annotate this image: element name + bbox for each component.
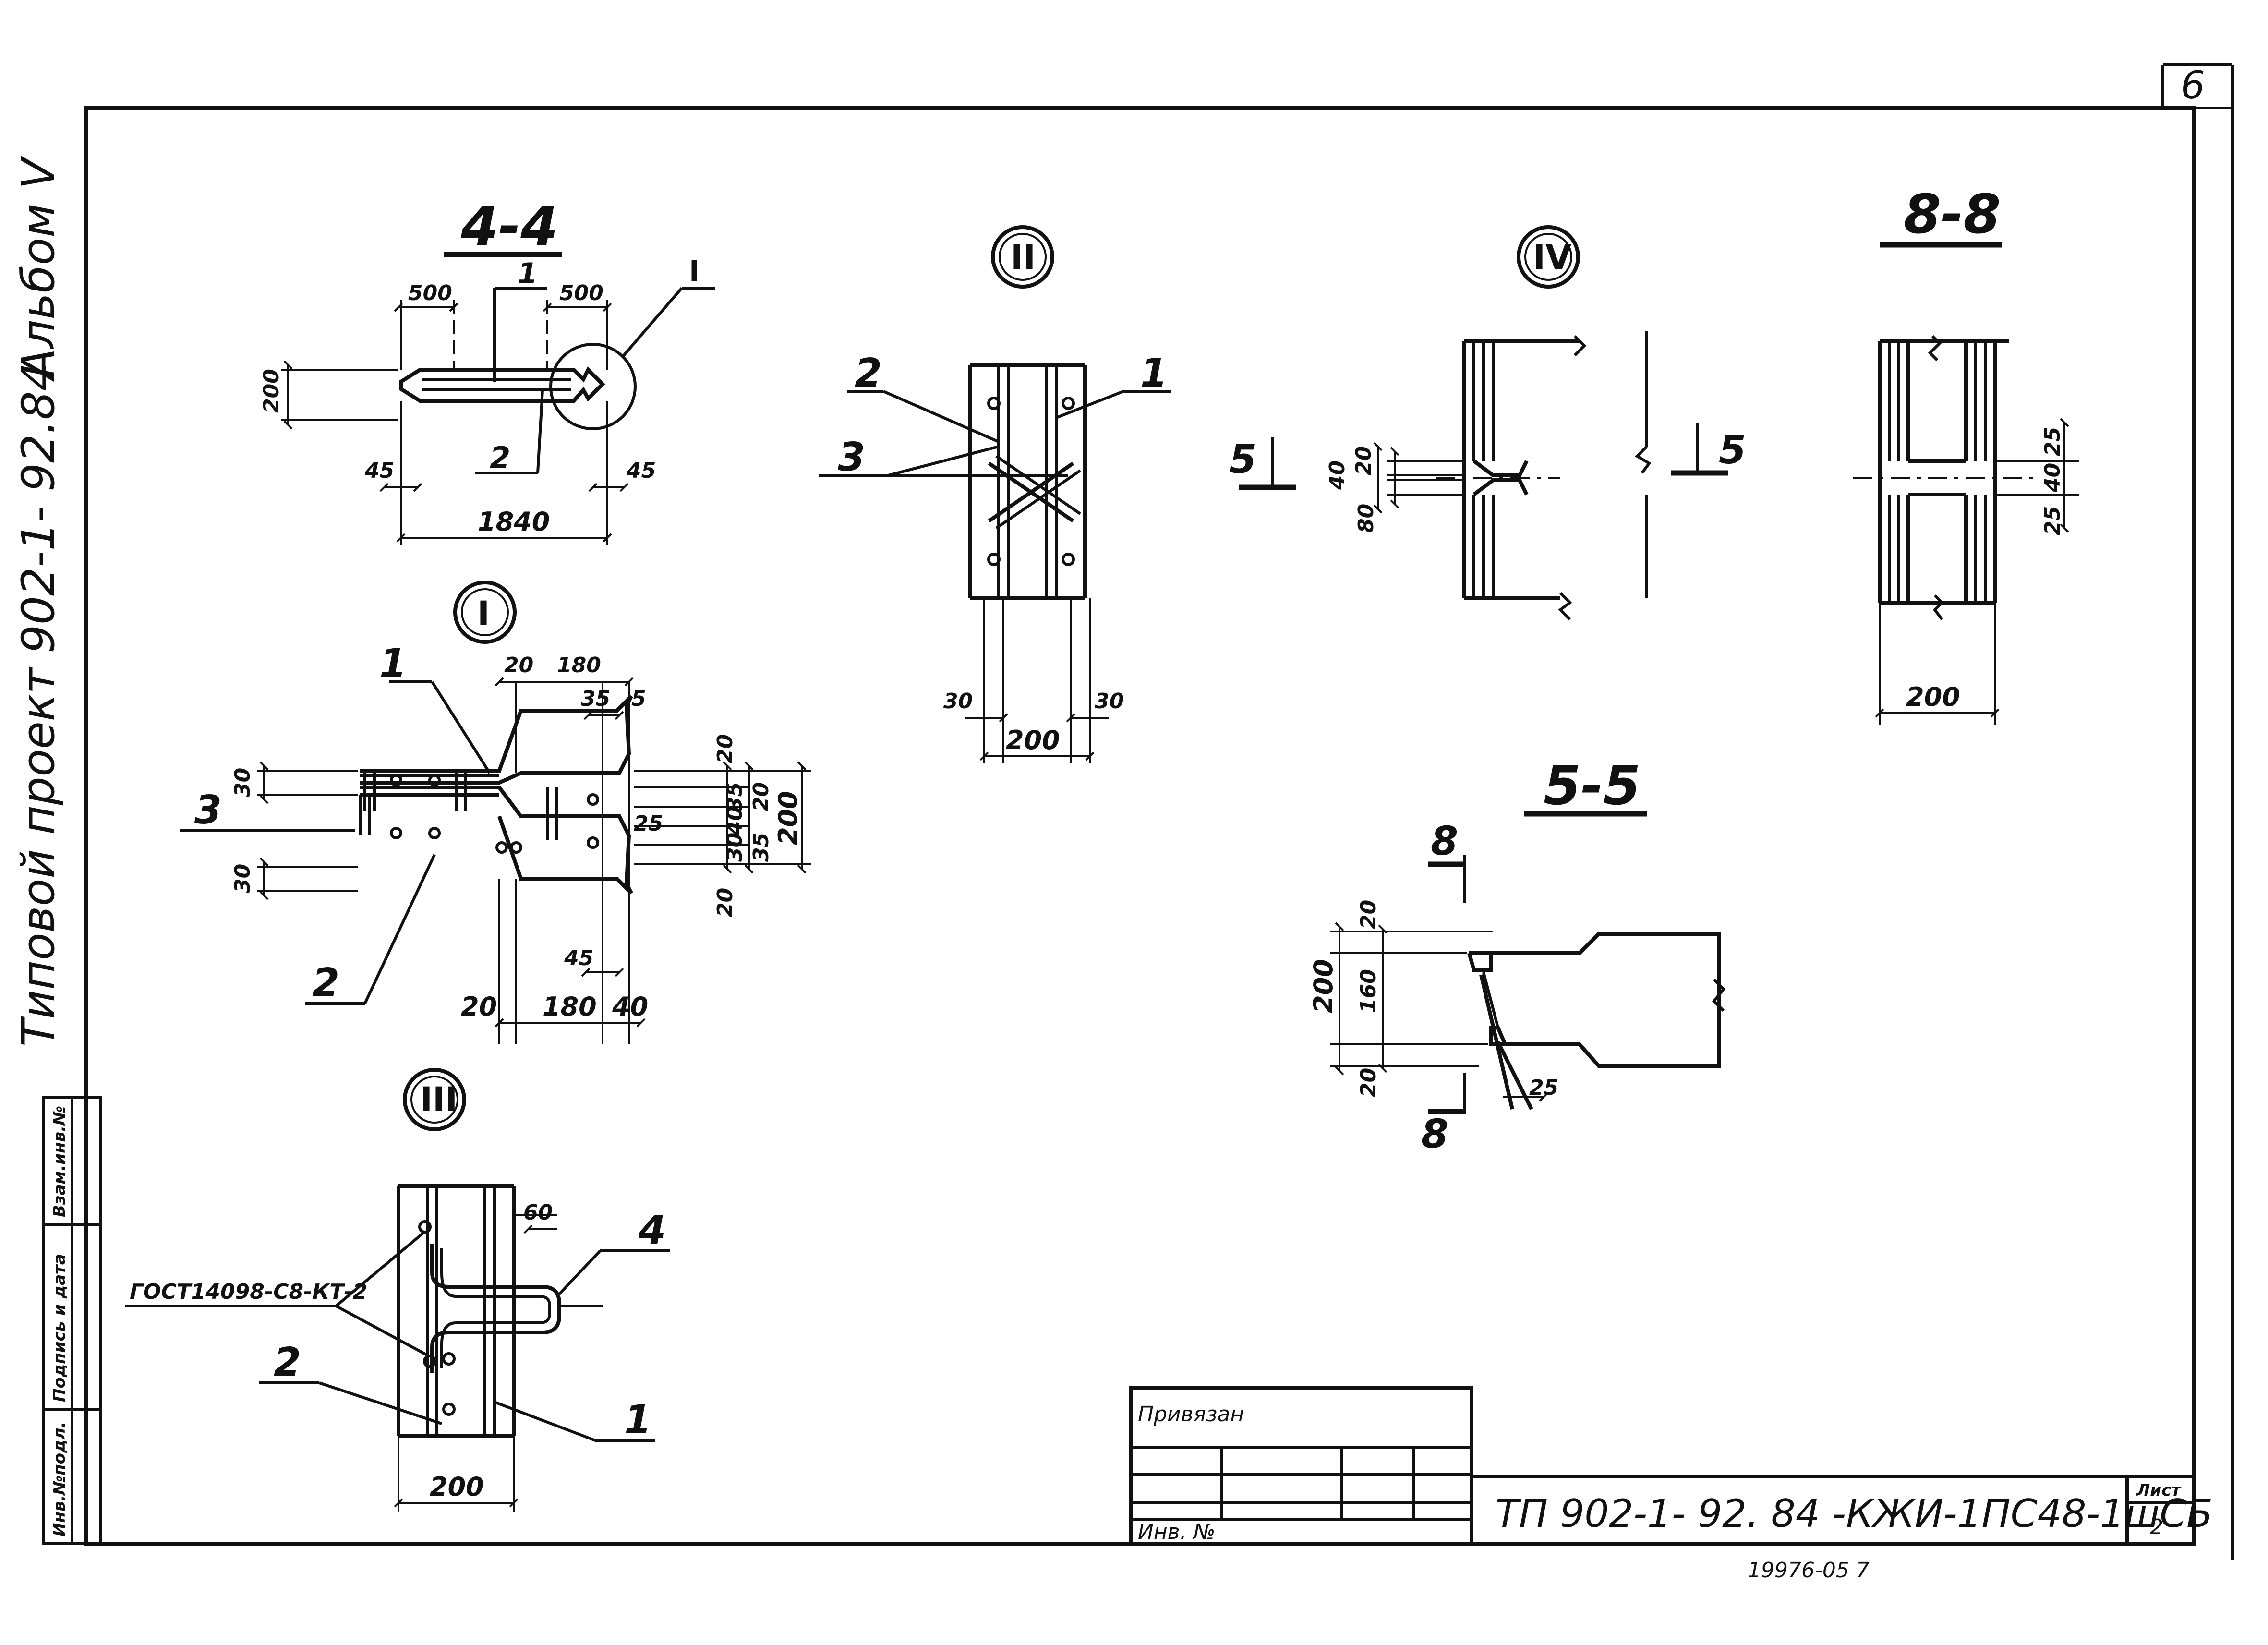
dim-IV-40: 40: [1325, 460, 1350, 490]
dim-I-r-200: 200: [773, 791, 803, 845]
dim-4-4-1840: 1840: [478, 507, 550, 537]
dim-I-r-20a: 20: [713, 734, 737, 763]
leader-III-pos1: 1: [624, 1397, 651, 1443]
stamp-inv-podl: Инв.№подл.: [50, 1422, 69, 1536]
dim-5-5-25: 25: [1529, 1076, 1558, 1100]
dim-8-8-40: 40: [2040, 463, 2065, 493]
dim-I-bot-40: 40: [612, 992, 648, 1022]
title-block: Привязан Инв. № ТП 902-1- 92. 84 -КЖИ-1П…: [1129, 1386, 2213, 1583]
dim-I-in-25: 25: [634, 811, 663, 836]
dim-8-8-200: 200: [1906, 682, 1960, 712]
section-8-8: 8-8 25 40 25 200: [1853, 183, 2079, 725]
dim-I-left-30b: 30: [230, 864, 255, 893]
leader-I-pos1: 1: [379, 641, 407, 687]
dim-8-8-25a: 25: [2040, 427, 2065, 456]
dim-4-4-200: 200: [259, 369, 284, 413]
dim-I-top-5: 5: [631, 687, 646, 711]
drawing-code: ТП 902-1- 92. 84 -КЖИ-1ПС48-1шСБ: [1496, 1491, 2213, 1536]
detail-II-mark: II: [1011, 238, 1036, 277]
sheet-list-number: 2: [2150, 1515, 2163, 1539]
dim-4-4-500-right: 500: [559, 281, 603, 305]
leader-4-4-pos1: 1: [518, 257, 538, 290]
dim-I-bot-20: 20: [461, 992, 497, 1022]
leader-II-pos1: 1: [1140, 351, 1168, 396]
cut-8-top: 8: [1431, 819, 1458, 864]
leader-III-pos4: 4: [638, 1208, 666, 1253]
dim-I-r-20b: 20: [749, 782, 773, 811]
dim-5-5-160: 160: [1356, 969, 1381, 1013]
bound-label: Привязан: [1138, 1402, 1244, 1427]
dim-I-r-35b: 35: [749, 833, 773, 862]
dim-I-top-35: 35: [581, 687, 610, 711]
section-8-8-title: 8-8: [1904, 183, 2001, 246]
dim-III-60: 60: [523, 1200, 553, 1225]
dim-I-r-35a: 35: [723, 782, 747, 811]
dim-IV-20: 20: [1351, 446, 1376, 475]
dim-I-bot-45: 45: [564, 946, 593, 970]
cut-5-left: 5: [1229, 437, 1256, 483]
dim-I-bot-180: 180: [543, 992, 597, 1022]
stamp-vzam-inv: Взам.инв.№: [50, 1106, 69, 1217]
gost-label: ГОСТ14098-С8-КТ-2: [130, 1280, 367, 1304]
section-4-4: 4-4 500 500 200 45 45 1840 1: [259, 195, 715, 545]
detail-ref-I: I: [689, 254, 700, 288]
dim-I-left-30a: 30: [230, 768, 255, 797]
dim-5-5-200: 200: [1308, 959, 1339, 1013]
detail-III: III 60 200 ГОСТ14098-С8-КТ-2 4 2: [125, 1068, 670, 1512]
project-title: Типовой проект 902-1- 92.84: [12, 363, 65, 1047]
stamp-signature-date: Подпись и дата: [50, 1254, 69, 1402]
section-4-4-title: 4-4: [460, 195, 558, 258]
dim-I-r-30: 30: [723, 833, 747, 862]
detail-IV: IV 20 40 80 5 5: [1229, 225, 1746, 621]
side-title: Типовой проект 902-1- 92.84 Альбом V: [12, 156, 65, 1047]
dim-4-4-500-left: 500: [408, 281, 452, 305]
dim-8-8-25b: 25: [2040, 506, 2065, 535]
dim-I-r-40: 40: [723, 806, 747, 836]
archive-number: 19976-05 7: [1748, 1558, 1870, 1583]
sheet-corner-number: 6: [2181, 63, 2205, 108]
detail-III-mark: III: [420, 1080, 458, 1119]
leader-II-pos2: 2: [855, 351, 882, 396]
section-5-5-title: 5-5: [1544, 755, 1641, 817]
detail-II: II 30 30 200 2 1 3: [819, 225, 1171, 763]
dim-4-4-45-left: 45: [364, 459, 394, 483]
detail-I-mark: I: [477, 594, 490, 633]
dim-4-4-45-right: 45: [626, 459, 656, 483]
detail-I: I 20 180 35 5: [180, 581, 811, 1044]
dim-5-5-20a: 20: [1356, 900, 1381, 929]
dim-I-r-20c: 20: [713, 888, 737, 917]
leader-4-4-pos2: 2: [490, 440, 510, 475]
sheet-list-label: Лист: [2136, 1481, 2182, 1500]
leader-III-pos2: 2: [274, 1340, 301, 1385]
dim-I-top-180: 180: [557, 653, 601, 677]
album-label: Альбом V: [12, 156, 65, 382]
dim-II-30-right: 30: [1095, 689, 1124, 714]
inv-number-label: Инв. №: [1138, 1520, 1215, 1544]
cut-8-bottom: 8: [1421, 1112, 1448, 1157]
dim-II-200: 200: [1006, 725, 1060, 755]
dim-III-200: 200: [430, 1472, 484, 1502]
cut-5-right: 5: [1719, 427, 1746, 473]
leader-II-pos3: 3: [838, 435, 865, 480]
dim-I-top-20: 20: [504, 653, 533, 677]
section-5-5: 5-5 20 160 200 20 25 8 8: [1308, 755, 1726, 1157]
detail-IV-mark: IV: [1533, 238, 1571, 277]
dim-II-30-left: 30: [943, 689, 973, 714]
leader-I-pos2: 2: [312, 960, 339, 1006]
leader-I-pos3: 3: [194, 787, 222, 833]
dim-IV-80: 80: [1354, 504, 1378, 533]
dim-5-5-20b: 20: [1356, 1068, 1381, 1097]
left-stamp: Инв.№подл. Подпись и дата Взам.инв.№: [42, 1096, 102, 1545]
